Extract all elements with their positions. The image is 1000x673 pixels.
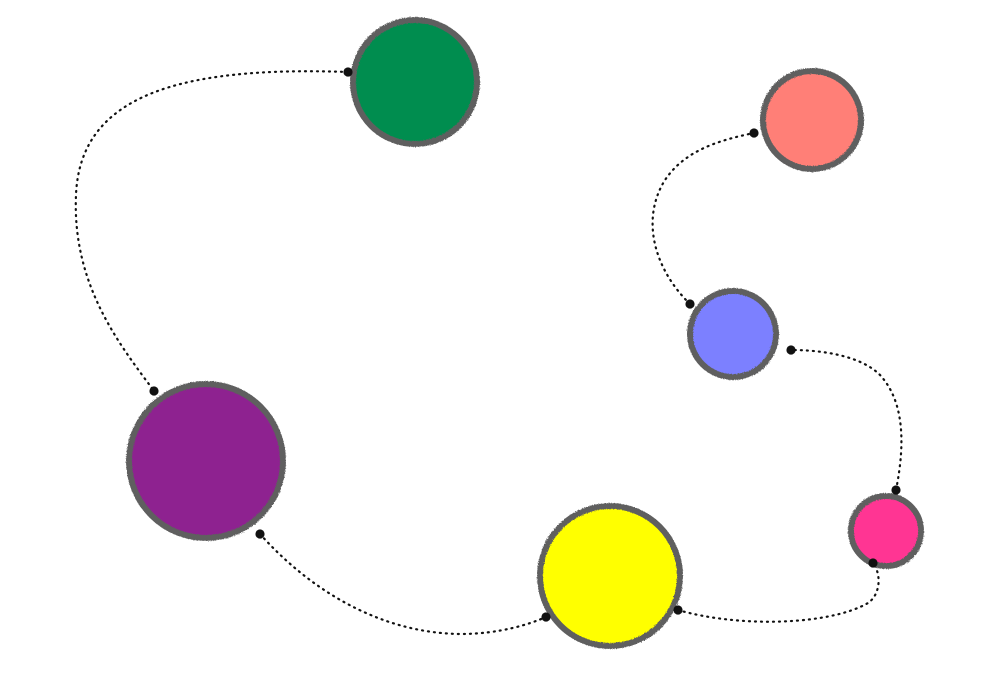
anchor-dot — [749, 128, 759, 138]
node-salmon — [760, 68, 864, 172]
connector-pink-blue — [789, 348, 903, 492]
anchor-dot — [673, 605, 683, 615]
node-green — [350, 17, 480, 147]
anchor-dot — [255, 529, 265, 539]
connector-yellow-pink — [676, 561, 880, 623]
anchor-dot — [541, 612, 551, 622]
anchor-dot — [149, 386, 159, 396]
anchor-dot — [786, 345, 796, 355]
anchor-dot — [868, 558, 878, 568]
connector-purple-yellow — [258, 532, 548, 636]
anchor-dot — [685, 299, 695, 309]
nodes-layer — [126, 17, 924, 649]
connector-blue-salmon — [651, 131, 756, 306]
node-yellow — [537, 503, 683, 649]
node-purple — [126, 381, 286, 541]
anchors-layer — [149, 67, 901, 622]
anchor-dot — [343, 67, 353, 77]
node-blue — [687, 288, 779, 380]
connectors-layer — [74, 70, 903, 636]
connector-green-purple — [74, 70, 350, 393]
node-pink — [848, 493, 924, 569]
anchor-dot — [891, 485, 901, 495]
